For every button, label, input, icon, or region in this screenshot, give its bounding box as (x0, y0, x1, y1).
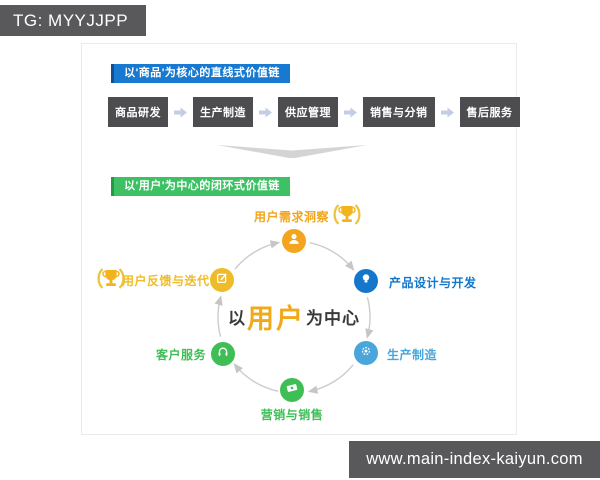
node-label: 用户需求洞察 (254, 210, 330, 224)
right-arrow-icon (259, 107, 272, 118)
center-prefix: 以 (228, 308, 246, 328)
center-slogan: 以 用户 为中心 (202, 294, 386, 338)
infographic-card: 以'商品'为核心的直线式价值链 商品研发 生产制造 供应管理 销售与分销 售后服… (81, 43, 520, 435)
headset-icon (214, 343, 232, 366)
linear-chain: 商品研发 生产制造 供应管理 销售与分销 售后服务 (108, 97, 520, 127)
gear-icon (357, 342, 375, 365)
node-label: 营销与销售 (260, 408, 324, 422)
telegram-badge: TG: MYYJJPP (0, 5, 146, 36)
trophy-icon (94, 265, 128, 297)
node-circle (354, 269, 378, 293)
chain-step: 售后服务 (459, 97, 520, 127)
node-circle (354, 341, 378, 365)
center-highlight: 用户 (247, 303, 305, 334)
trophy-icon (330, 201, 364, 233)
linear-section-title: 以'商品'为核心的直线式价值链 (111, 64, 290, 83)
node-label: 产品设计与开发 (389, 276, 477, 290)
chain-step: 供应管理 (278, 97, 338, 127)
bulb-icon (357, 270, 375, 293)
node-circle (280, 378, 304, 402)
money-icon (283, 379, 301, 402)
node-circle (210, 268, 234, 292)
chain-step: 商品研发 (108, 97, 168, 127)
right-arrow-icon (174, 107, 187, 118)
down-chevron-icon (217, 145, 367, 158)
edit-icon (213, 269, 231, 292)
right-arrow-icon (344, 107, 357, 118)
chain-step: 生产制造 (193, 97, 253, 127)
node-circle (211, 342, 235, 366)
node-label: 用户反馈与迭代 (122, 274, 210, 288)
node-label: 客户服务 (155, 348, 206, 362)
node-label: 生产制造 (387, 348, 438, 362)
node-circle (282, 229, 306, 253)
chain-step: 销售与分销 (363, 97, 435, 127)
user-icon (285, 230, 303, 253)
right-arrow-icon (440, 107, 454, 118)
center-suffix: 为中心 (306, 308, 360, 328)
website-watermark: www.main-index-kaiyun.com (349, 441, 600, 478)
circular-section-title: 以'用户'为中心的闭环式价值链 (111, 177, 290, 196)
